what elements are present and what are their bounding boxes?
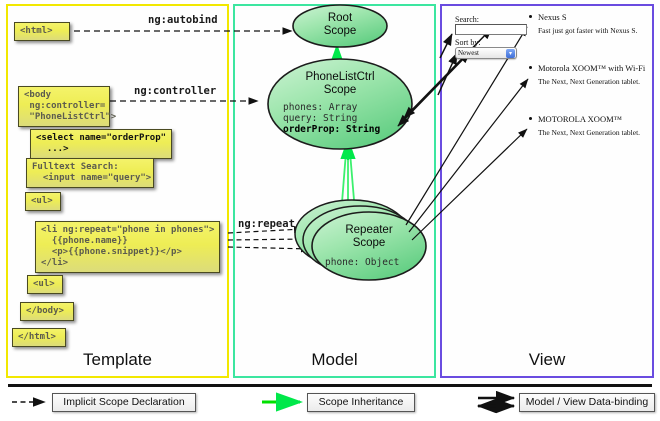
search-input[interactable]: [455, 24, 527, 35]
sort-by-selected-value: Newest: [458, 49, 479, 57]
phone-name: Nexus S: [529, 12, 637, 22]
edge-label-ng-controller: ng:controller: [134, 85, 217, 97]
view-sort-label: Sort by:: [455, 38, 481, 47]
list-item[interactable]: Motorola XOOM™ with Wi-Fi The Next, Next…: [529, 63, 645, 86]
column-label-view: View: [528, 350, 566, 369]
phone-name: Motorola XOOM™ with Wi-Fi: [529, 63, 645, 73]
list-item[interactable]: Nexus S Fast just got faster with Nexus …: [529, 12, 638, 35]
code-box-body-close: </body>: [20, 302, 74, 321]
bullet-icon: [529, 15, 532, 18]
view-search-label: Search:: [455, 15, 479, 24]
code-box-li-repeat: <li ng:repeat="phone in phones"> {{phone…: [35, 221, 220, 273]
code-box-select-element: <select name="orderProp" ...>: [30, 129, 172, 159]
column-label-template: Template: [83, 350, 152, 369]
code-box-fulltext-search: Fulltext Search: <input name="query">: [26, 158, 154, 188]
code-box-ul-close: <ul>: [27, 275, 63, 294]
legend-model-view-data-binding: Model / View Data-binding: [519, 393, 655, 412]
legend-implicit-scope-declaration: Implicit Scope Declaration: [52, 393, 196, 412]
code-box-ul-open: <ul>: [25, 192, 61, 211]
column-view: View: [440, 4, 654, 378]
column-model: Model: [233, 4, 436, 378]
code-box-body-open: <body ng:controller= "PhoneListCtrl">: [18, 86, 116, 127]
edge-label-ng-autobind: ng:autobind: [148, 14, 218, 26]
legend-divider: [8, 384, 652, 387]
bullet-icon: [529, 66, 532, 69]
edge-label-ng-repeat: ng:repeat: [238, 218, 295, 230]
legend-scope-inheritance: Scope Inheritance: [307, 393, 415, 412]
bullet-icon: [529, 117, 532, 120]
column-label-model: Model: [311, 350, 358, 369]
phone-snippet: The Next, Next Generation tablet.: [538, 77, 641, 86]
sort-by-select[interactable]: Newest ▾: [455, 47, 517, 59]
phone-snippet: The Next, Next Generation tablet.: [538, 128, 641, 137]
list-item[interactable]: MOTOROLA XOOM™ The Next, Next Generation…: [529, 114, 641, 137]
code-box-html-close: </html>: [12, 328, 66, 347]
column-template: Template: [6, 4, 229, 378]
code-box-html-open: <html>: [14, 22, 70, 41]
phone-name: MOTOROLA XOOM™: [529, 114, 640, 124]
phone-snippet: Fast just got faster with Nexus S.: [538, 26, 638, 35]
updown-arrow-icon: ▾: [506, 49, 515, 58]
